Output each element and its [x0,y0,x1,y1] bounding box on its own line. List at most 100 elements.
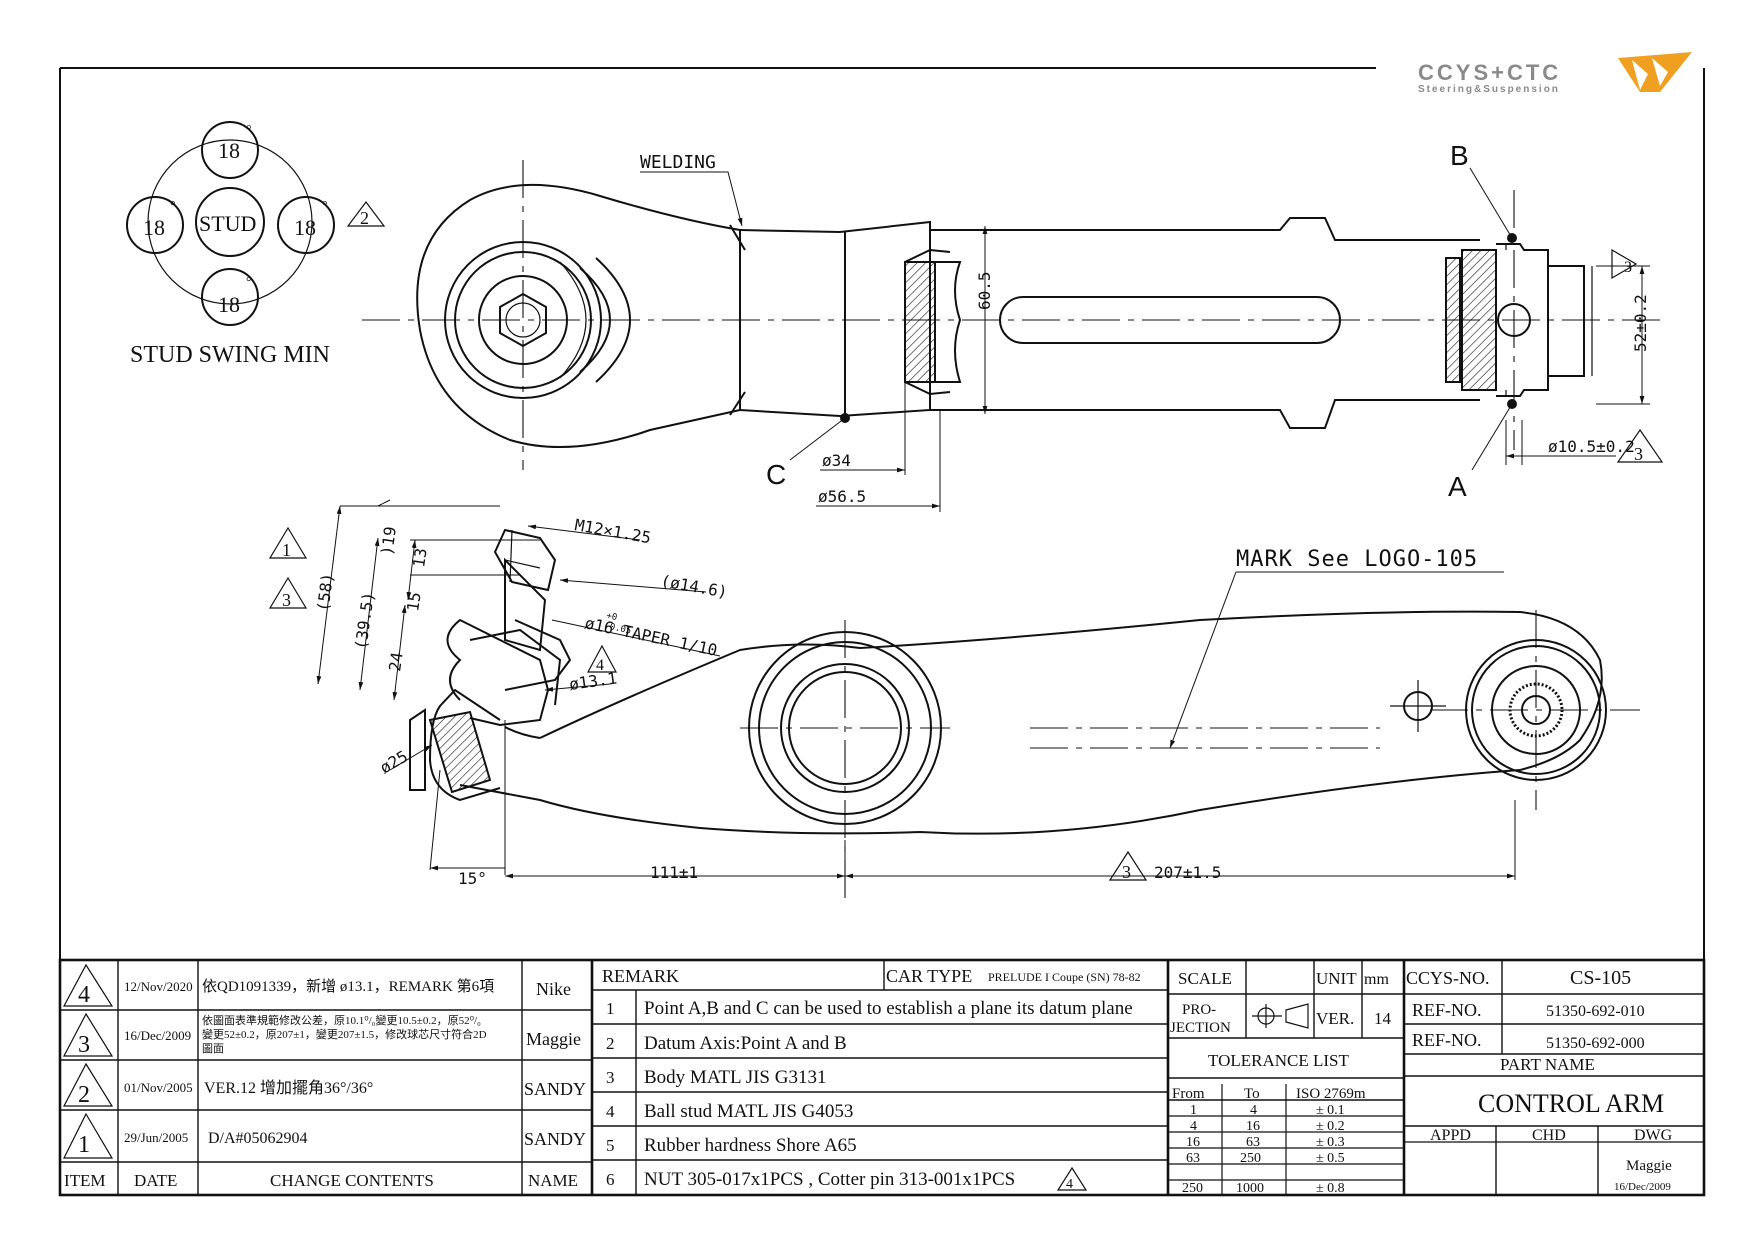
chd-label: CHD [1532,1127,1566,1144]
remark-label: REMARK [602,966,679,986]
svg-text:+0: +0 [605,611,618,623]
company-logo: CCYS+CTC Steering&Suspension [1418,52,1692,95]
svg-text:12/Nov/2020: 12/Nov/2020 [124,979,193,994]
svg-text:From: From [1172,1086,1205,1102]
svg-text:± 0.1: ± 0.1 [1316,1103,1345,1118]
svg-text:PRO-: PRO- [1182,1002,1216,1018]
logo-subtitle: Steering&Suspension [1418,84,1560,95]
dim-52: 52±0.2 [1631,294,1650,352]
svg-text:依圖面表準規範修改公差，原10.1⁰/₀變更10.5±0.2: 依圖面表準規範修改公差，原10.1⁰/₀變更10.5±0.2，原52⁰/₀ [202,1013,481,1027]
mark-note: MARK See LOGO-105 [1236,547,1478,572]
point-c-label: C [766,459,786,490]
car-type-label: CAR TYPE [886,966,972,986]
ccys-no-label: CCYS-NO. [1406,968,1490,988]
point-b-label: B [1450,140,1469,171]
svg-text:4: 4 [606,1102,615,1121]
svg-text:Nike: Nike [536,979,571,999]
svg-text:± 0.8: ± 0.8 [1316,1181,1345,1196]
svg-text:3: 3 [1122,862,1131,882]
svg-text:2: 2 [360,208,369,228]
svg-text:3: 3 [1634,444,1643,464]
revision-row-3: 3 16/Dec/2009 依圖面表準規範修改公差，原10.1⁰/₀變更10.5… [63,1012,581,1058]
svg-text:63: 63 [1246,1135,1260,1150]
dim-m12: M12×1.25 [573,515,652,547]
svg-text:JECTION: JECTION [1170,1020,1231,1036]
revision-row-4: 4 12/Nov/2020 依QD1091339，新增 ø13.1，REMARK… [62,963,571,1008]
svg-text:依QD1091339，新增 ø13.1，REMARK 第6項: 依QD1091339，新增 ø13.1，REMARK 第6項 [202,977,494,995]
stud-swing-diagram: 18 18 18 18 ° ° ° ° STUD STUD SWING MIN [126,121,335,368]
svg-text:1: 1 [78,1132,90,1158]
svg-text:4: 4 [1190,1119,1197,1134]
dim-19: )19 [377,525,400,556]
welding-label: WELDING [640,152,716,173]
revision-row-2: 2 01/Nov/2005 VER.12 增加擺角36°/36° SANDY [63,1062,586,1108]
svg-text:ISO 2769m: ISO 2769m [1296,1086,1366,1102]
ver-label: VER. [1316,1009,1354,1028]
svg-text:To: To [1244,1086,1260,1102]
svg-text:Ball stud MATL JIS G4053: Ball stud MATL JIS G4053 [644,1101,853,1122]
svg-text:NUT 305-017x1PCS , Cotter pin: NUT 305-017x1PCS , Cotter pin 313-001x1P… [644,1169,1015,1190]
svg-text:1: 1 [282,540,291,560]
projection-symbol [1252,1003,1309,1029]
svg-text:29/Jun/2005: 29/Jun/2005 [124,1130,188,1145]
side-view: 1 3 MARK See LOGO-105 [268,499,1640,900]
svg-text:6: 6 [606,1170,615,1189]
svg-text:NAME: NAME [528,1171,578,1190]
dim-diameter-56-5: ø56.5 [818,487,866,506]
remark-list: 1 Point A,B and C can be used to establi… [606,998,1133,1192]
svg-text:3: 3 [78,1032,90,1058]
logo-text: CCYS+CTC [1418,60,1561,85]
dim-diameter-10-5: ø10.5±0.2 [1548,437,1635,456]
dim-24: 24 [385,651,406,673]
title-block: 4 12/Nov/2020 依QD1091339，新增 ø13.1，REMARK… [58,958,1706,1197]
svg-text:CHANGE CONTENTS: CHANGE CONTENTS [270,1171,434,1190]
unit-value: mm [1364,971,1389,988]
svg-text:Body MATL JIS G3131: Body MATL JIS G3131 [644,1067,826,1088]
svg-text:63: 63 [1186,1151,1200,1166]
svg-text:1000: 1000 [1236,1181,1264,1196]
ref-no-2-value: 51350-692-000 [1546,1035,1645,1052]
unit-label: UNIT [1316,969,1357,988]
revision-row-1: 1 29/Jun/2005 D/A#05062904 SANDY [63,1112,586,1159]
svg-text:SANDY: SANDY [524,1129,586,1149]
revision-marker-2: 2 [346,201,386,228]
svg-text:變更52±0.2，原207±1，變更207±1.5，修改球芯: 變更52±0.2，原207±1，變更207±1.5，修改球芯尺寸符合2D [202,1027,487,1041]
svg-text:16/Dec/2009: 16/Dec/2009 [124,1028,191,1043]
svg-text:Point A,B and C can be used to: Point A,B and C can be used to establish… [644,998,1133,1019]
svg-text:°: ° [246,123,252,138]
svg-text:4: 4 [1066,1177,1073,1192]
dim-58: (58) [313,572,337,613]
svg-text:°: ° [322,199,328,214]
part-name-label: PART NAME [1500,1055,1595,1074]
svg-text:16: 16 [1186,1135,1200,1150]
ccys-no-value: CS-105 [1570,967,1631,989]
dim-taper: ø16 TAPER 1/10 [583,613,719,660]
appd-label: APPD [1430,1127,1471,1144]
ref-no-2-label: REF-NO. [1412,1030,1482,1050]
drawn-by: Maggie [1626,1158,1672,1174]
ver-value: 14 [1374,1009,1392,1028]
car-type-value: PRELUDE I Coupe (SN) 78-82 [988,970,1141,984]
plan-view: B A C WELDING ø34 ø56.5 60.5 52±0.2 3 ø1… [362,140,1664,512]
dwg-label: DWG [1634,1127,1673,1144]
point-a-label: A [1448,471,1467,502]
tolerance-table: From To ISO 2769m 1 4 ± 0.1 4 16 ± 0.2 1… [1168,1084,1404,1196]
svg-text:4: 4 [1250,1103,1257,1118]
swing-angle-top: 18 [218,138,240,163]
svg-text:16: 16 [1246,1119,1260,1134]
svg-text:DATE: DATE [134,1171,177,1190]
svg-text:2: 2 [606,1034,615,1053]
svg-text:圖面: 圖面 [202,1042,224,1055]
dim-39-5: (39.5) [351,591,378,651]
svg-text:3: 3 [282,590,291,610]
svg-text:4: 4 [596,657,604,674]
dim-111: 111±1 [650,863,698,882]
svg-text:250: 250 [1182,1181,1203,1196]
svg-text:5: 5 [606,1136,615,1155]
stud-swing-caption: STUD SWING MIN [130,342,330,368]
swing-angle-bottom: 18 [218,292,240,317]
svg-text:4: 4 [78,982,90,1008]
dim-14-6: (ø14.6) [659,571,729,601]
svg-text:± 0.3: ± 0.3 [1316,1135,1345,1150]
dim-13-1: ø13.1 [568,668,618,694]
